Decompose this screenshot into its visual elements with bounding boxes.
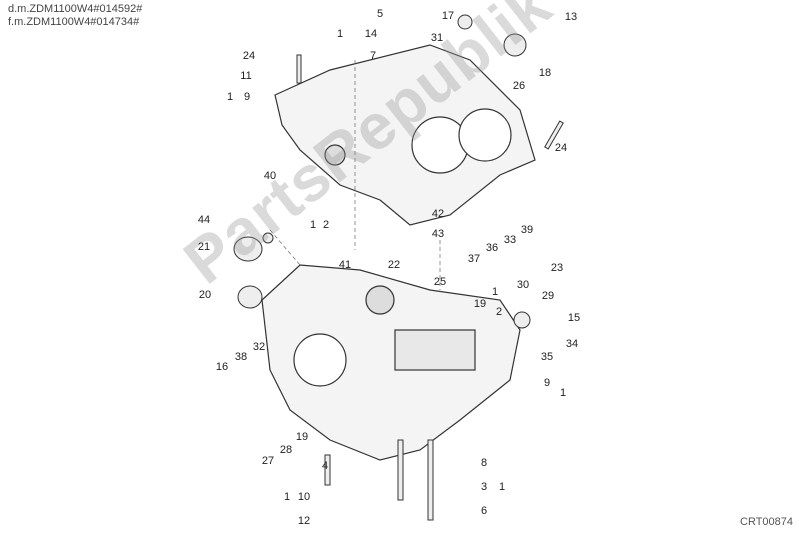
callout-label: 8: [480, 457, 488, 469]
callout-label: 31: [430, 32, 444, 44]
diagram-code: CRT00874: [740, 516, 793, 528]
callout-label: 37: [467, 253, 481, 265]
callout-label: 24: [242, 50, 256, 62]
callout-label: 1: [226, 91, 234, 103]
callout-label: 10: [297, 491, 311, 503]
callout-label: 4: [321, 460, 329, 472]
callout-label: 2: [495, 306, 503, 318]
callout-label: 19: [295, 431, 309, 443]
callout-label: 3: [480, 481, 488, 493]
header-line-1: d.m.ZDM1100W4#014592#: [8, 3, 143, 15]
callout-label: 30: [516, 279, 530, 291]
callout-label: 14: [364, 28, 378, 40]
callout-label: 39: [520, 224, 534, 236]
callout-label: 5: [376, 8, 384, 20]
lower-crankcase: [261, 264, 521, 461]
callout-label: 1: [491, 286, 499, 298]
callout-label: 20: [198, 289, 212, 301]
callout-label: 43: [431, 228, 445, 240]
callout-label: 11: [240, 70, 252, 82]
callout-label: 41: [338, 259, 352, 271]
callout-label: 26: [512, 80, 526, 92]
callout-label: 9: [243, 91, 251, 103]
callout-label: 33: [503, 234, 517, 246]
callout-label: 17: [441, 10, 455, 22]
callout-label: 22: [387, 259, 401, 271]
callout-label: 1: [336, 28, 344, 40]
callout-label: 1: [283, 491, 291, 503]
callout-label: 2: [322, 219, 330, 231]
callout-label: 36: [485, 242, 499, 254]
callout-label: 6: [480, 505, 488, 517]
callout-label: 19: [473, 298, 487, 310]
callout-label: 32: [252, 341, 266, 353]
callout-label: 34: [565, 338, 579, 350]
callout-label: 29: [541, 290, 555, 302]
leader-lines: [269, 60, 441, 290]
callout-label: 40: [263, 170, 277, 182]
callout-label: 42: [431, 208, 445, 220]
upper-crankcase: [274, 44, 536, 226]
header-line-2: f.m.ZDM1100W4#014734#: [8, 16, 140, 28]
callout-label: 7: [369, 50, 377, 62]
callout-label: 18: [538, 67, 552, 79]
callout-label: 23: [550, 262, 564, 274]
callout-label: 13: [564, 11, 578, 23]
callout-label: 25: [433, 276, 447, 288]
callout-label: 15: [567, 312, 581, 324]
callout-label: 9: [543, 377, 551, 389]
callout-label: 38: [234, 351, 248, 363]
parts: [233, 14, 564, 521]
callout-label: 44: [197, 214, 211, 226]
callout-label: 24: [554, 142, 568, 154]
callout-label: 21: [197, 241, 211, 253]
callout-label: 1: [309, 219, 317, 231]
callout-label: 1: [498, 481, 506, 493]
callout-label: 1: [559, 387, 567, 399]
callout-label: 12: [297, 515, 311, 527]
callout-label: 28: [279, 444, 293, 456]
callout-label: 16: [215, 361, 229, 373]
callout-label: 35: [540, 351, 554, 363]
callout-label: 27: [261, 455, 275, 467]
